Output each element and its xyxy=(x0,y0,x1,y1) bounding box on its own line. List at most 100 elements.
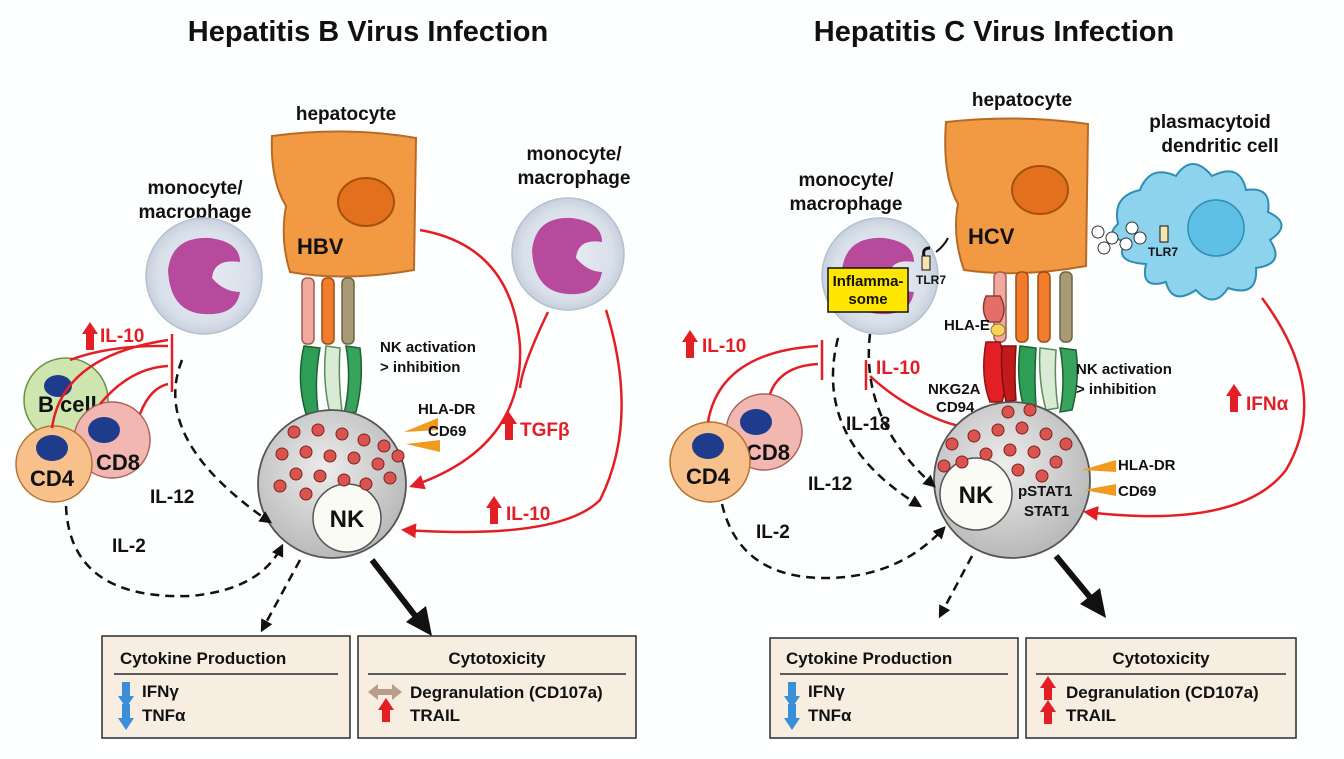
hcv-pdc-line1: plasmacytoid xyxy=(1149,112,1270,133)
hbv-tgfb-label: TGFβ xyxy=(520,420,570,441)
up-arrow-icon xyxy=(378,698,394,722)
hbv-marker-hla-dr: HLA-DR xyxy=(418,401,476,418)
hbv-cytokine-item-tnfa: TNFα xyxy=(142,706,186,725)
hbv-il2-label: IL-2 xyxy=(112,536,146,557)
left-right-arrow-icon xyxy=(368,684,402,700)
hcv-inflammasome-line2: some xyxy=(848,291,887,308)
hcv-title: Hepatitis C Virus Infection xyxy=(814,16,1174,48)
hbv-nk-activation-line2: > inhibition xyxy=(380,359,460,376)
hcv-il12-label: IL-12 xyxy=(808,474,852,495)
hcv-markers: HLA-DR CD69 xyxy=(1082,457,1176,500)
hcv-ifna-label: IFNα xyxy=(1246,394,1289,415)
hbv-virus-label: HBV xyxy=(297,234,344,259)
hbv-cd8-cell: CD8 xyxy=(73,401,151,479)
hcv-cytotox-item-degranulation: Degranulation (CD107a) xyxy=(1066,683,1259,702)
hcv-monocyte-line1: monocyte/ xyxy=(798,170,894,191)
hcv-cd4-cell: CD4 xyxy=(669,421,751,503)
hbv-cytokine-box: Cytokine Production IFNγ TNFα xyxy=(101,635,351,739)
hcv-virus-label: HCV xyxy=(968,224,1015,249)
down-arrow-icon xyxy=(118,682,134,708)
down-arrow-icon xyxy=(784,682,800,708)
hcv-cytotox-item-trail: TRAIL xyxy=(1066,706,1116,725)
hbv-cytotox-arrow xyxy=(369,558,423,624)
hbv-cytotox-arrowhead xyxy=(406,606,432,636)
hbv-il10-right-label: IL-10 xyxy=(506,504,550,525)
hcv-cytokine-item-ifng: IFNγ xyxy=(808,682,845,701)
hcv-cytotox-box: Cytotoxicity Degranulation (CD107a) TRAI… xyxy=(1025,637,1297,739)
hbv-cytotox-item-trail: TRAIL xyxy=(410,706,460,725)
hbv-monocyte-left xyxy=(145,217,263,335)
hbv-il12-label: IL-12 xyxy=(150,487,194,508)
hcv-cytotox-title: Cytotoxicity xyxy=(1112,649,1210,668)
hbv-monocyte-right-line2: macrophage xyxy=(518,168,631,189)
hbv-dashed-arrows xyxy=(64,359,302,633)
hcv-nkg2a-label: NKG2A xyxy=(928,381,981,398)
hbv-cd4-cell: CD4 xyxy=(15,425,93,503)
hcv-il10-mid-label: IL-10 xyxy=(876,358,920,379)
hcv-inflammasome-line1: Inflamma- xyxy=(833,273,904,290)
hcv-cytokine-item-tnfa: TNFα xyxy=(808,706,852,725)
up-arrow-icon xyxy=(1040,700,1056,724)
hbv-cytokine-title: Cytokine Production xyxy=(120,649,286,668)
hbv-marker-cd69: CD69 xyxy=(428,423,466,440)
hbv-nk-activation-line1: NK activation xyxy=(380,339,476,356)
hcv-hepatocyte-label: hepatocyte xyxy=(972,90,1072,111)
hcv-tlr7-mono: TLR7 xyxy=(916,237,949,287)
hcv-il10-left-label: IL-10 xyxy=(702,336,746,357)
hbv-nk-cell: NK xyxy=(257,409,407,559)
hcv-il18-label: IL-18 xyxy=(846,414,890,435)
hbv-receptors xyxy=(299,277,363,415)
up-arrow-icon xyxy=(1040,676,1056,700)
hbv-cytotox-title: Cytotoxicity xyxy=(448,649,546,668)
hcv-monocyte-line2: macrophage xyxy=(790,194,903,215)
up-arrow-icon xyxy=(82,322,98,350)
hbv-cd8-label: CD8 xyxy=(96,450,140,475)
hcv-ifna-path xyxy=(1083,297,1306,521)
down-arrow-icon xyxy=(784,704,800,730)
hcv-nk-cell: NK pSTAT1 STAT1 xyxy=(933,401,1091,559)
hcv-il2-label: IL-2 xyxy=(756,522,790,543)
hbv-hepatocyte-label: hepatocyte xyxy=(296,104,396,125)
hcv-hepatocyte: HCV xyxy=(944,117,1090,275)
hcv-cytokine-box: Cytokine Production IFNγ TNFα xyxy=(769,637,1019,739)
hcv-tlr7-mono-label: TLR7 xyxy=(916,273,946,287)
hcv-hla-e-label: HLA-E xyxy=(944,317,990,334)
hbv-cytotox-item-degranulation: Degranulation (CD107a) xyxy=(410,683,603,702)
hbv-cd4-label: CD4 xyxy=(30,466,75,491)
hcv-cytotox-arrowhead xyxy=(1080,588,1106,618)
hbv-nk-label: NK xyxy=(330,506,365,533)
hcv-marker-cd69: CD69 xyxy=(1118,483,1156,500)
hbv-monocyte-right xyxy=(511,197,625,311)
hbv-il10-right: IL-10 xyxy=(486,496,550,525)
hcv-tlr7-pdc-label: TLR7 xyxy=(1148,245,1178,259)
up-arrow-icon xyxy=(1226,384,1242,412)
hcv-nk-label: NK xyxy=(959,482,994,509)
hbv-red-paths xyxy=(401,228,623,539)
hcv-pstat1-label: pSTAT1 xyxy=(1018,483,1072,500)
hcv-inflammasome: Inflamma- some xyxy=(827,267,909,313)
hcv-pdc: TLR7 xyxy=(1091,163,1283,301)
hcv-il10-left: IL-10 xyxy=(682,330,746,358)
hcv-cytotox-arrow xyxy=(1053,554,1097,604)
hbv-title: Hepatitis B Virus Infection xyxy=(188,16,548,48)
hcv-nucleus xyxy=(1011,165,1069,215)
hcv-nk-activation-line2: > inhibition xyxy=(1076,381,1156,398)
hbv-il10-inhibition xyxy=(50,334,174,429)
hbv-tgfb: TGFβ xyxy=(501,412,570,441)
hcv-receptors xyxy=(982,271,1079,413)
hcv-cytokine-title: Cytokine Production xyxy=(786,649,952,668)
hbv-cytokine-item-ifng: IFNγ xyxy=(142,682,179,701)
hbv-monocyte-left-line1: monocyte/ xyxy=(147,178,243,199)
hbv-nucleus xyxy=(337,177,395,227)
hbv-monocyte-left-line2: macrophage xyxy=(139,202,252,223)
hcv-pdc-line2: dendritic cell xyxy=(1161,136,1278,157)
up-arrow-icon xyxy=(501,412,517,440)
hcv-cd94-label: CD94 xyxy=(936,399,975,416)
hcv-stat1-label: STAT1 xyxy=(1024,503,1069,520)
hcv-nk-activation-line1: NK activation xyxy=(1076,361,1172,378)
hbv-il10-left: IL-10 xyxy=(82,322,144,350)
up-arrow-icon xyxy=(682,330,698,358)
hbv-panel: Hepatitis B Virus Infection hepatocyte H… xyxy=(15,16,637,739)
